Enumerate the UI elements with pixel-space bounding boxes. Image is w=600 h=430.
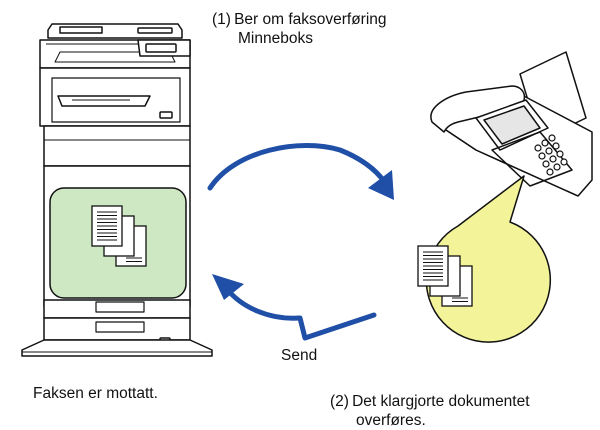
keypad [534, 134, 568, 176]
send-arrowhead [212, 274, 244, 300]
step1-caption: (1) Ber om faksoverføring Minneboks [212, 10, 387, 48]
step1-line2: Minneboks [238, 30, 313, 47]
send-arrow [223, 285, 377, 341]
step1-line1: Ber om faksoverføring [234, 11, 387, 28]
request-arrowhead [368, 170, 394, 200]
step2-line2: overføres. [356, 412, 426, 429]
step2-number: (2) [330, 393, 349, 410]
received-caption: Faksen er mottatt. [33, 385, 158, 402]
send-label: Send [281, 347, 318, 364]
step2-line1: Det klargjorte dokumentet [352, 393, 530, 410]
step2-caption: (2) Det klargjorte dokumentet overføres. [330, 392, 530, 430]
request-arrow [207, 143, 389, 191]
step1-number: (1) [212, 11, 231, 28]
fax-machine-icon [430, 51, 593, 197]
